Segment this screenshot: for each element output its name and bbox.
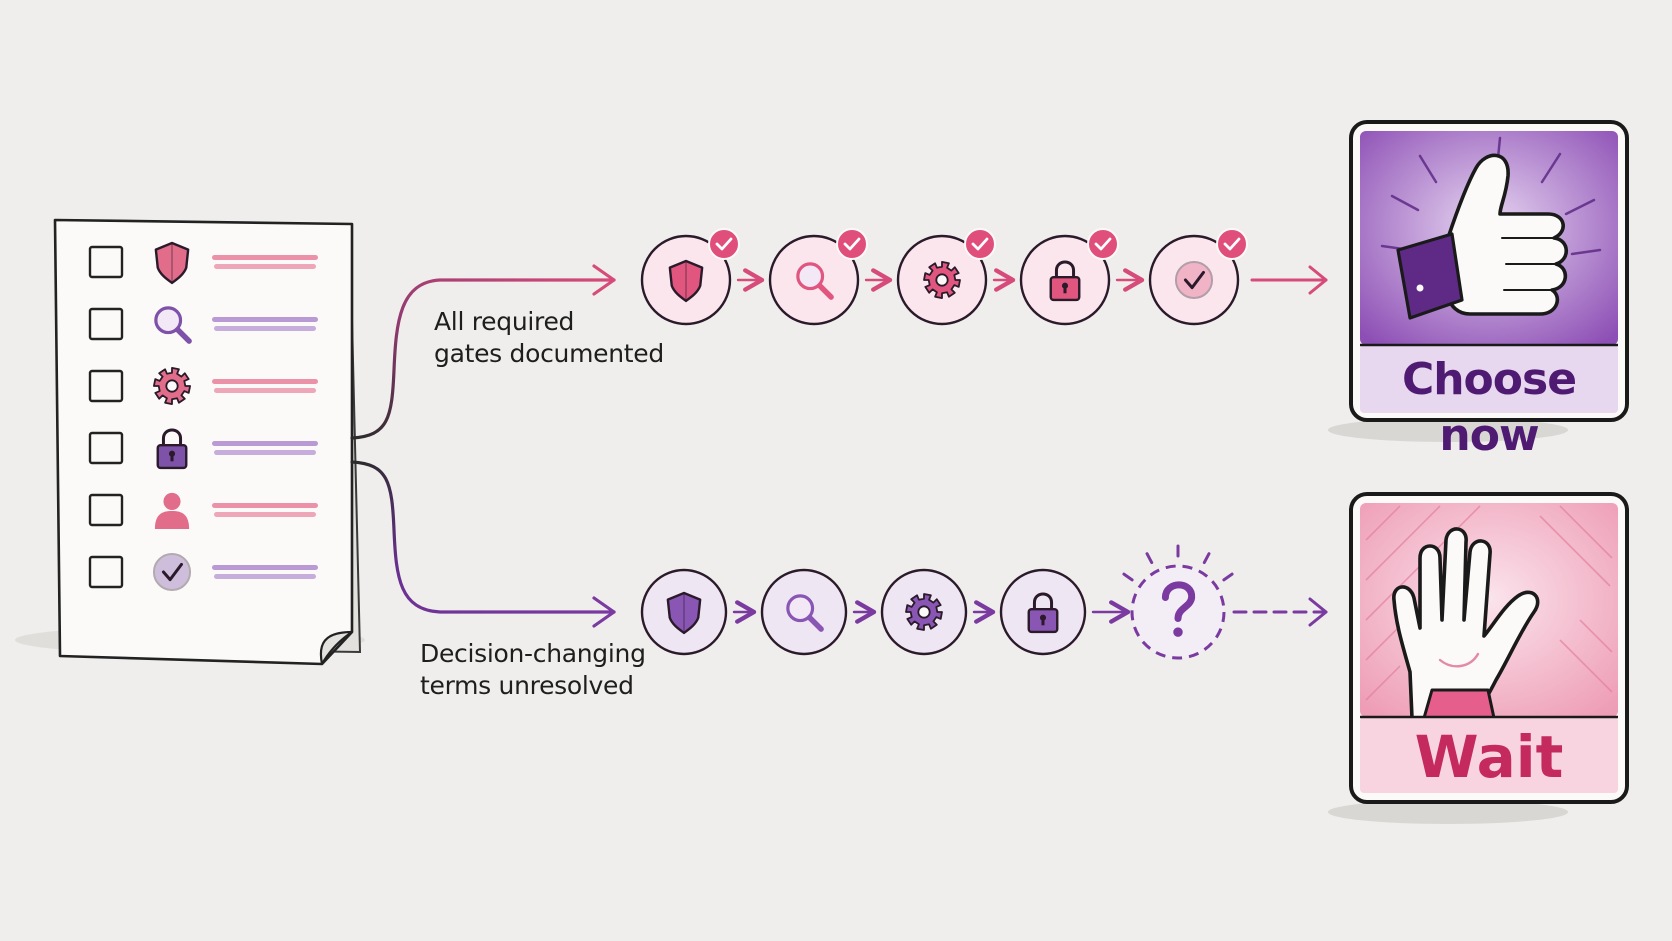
gate-node xyxy=(1019,228,1119,326)
check-badge-icon xyxy=(1087,228,1119,260)
documented-gate-chain xyxy=(640,228,1328,326)
check-badge-icon xyxy=(836,228,868,260)
text-placeholder-bar xyxy=(212,503,318,517)
checkbox xyxy=(88,555,124,589)
checkbox xyxy=(88,493,124,527)
text-placeholder-bar xyxy=(212,379,318,393)
question-mark-icon xyxy=(1161,581,1196,637)
gate-node xyxy=(640,228,740,326)
thumbs-up-icon xyxy=(1396,153,1569,320)
checklist-document xyxy=(15,218,365,666)
checklist-row xyxy=(88,241,318,285)
gate-node xyxy=(896,228,996,326)
check-badge-icon xyxy=(708,228,740,260)
gate-node xyxy=(768,228,868,326)
lock-icon xyxy=(1049,260,1081,302)
check-badge-icon xyxy=(1216,228,1248,260)
magnifier-icon xyxy=(786,594,824,632)
gate-node xyxy=(880,568,968,656)
check-badge-icon xyxy=(964,228,996,260)
gate-node xyxy=(1148,228,1248,326)
outcome-arrow xyxy=(1250,265,1328,295)
magnifier-icon xyxy=(154,306,192,344)
text-placeholder-bar xyxy=(212,255,318,269)
outcome-arrow xyxy=(1232,597,1328,627)
unresolved-gate-chain xyxy=(640,544,1328,660)
gate-node xyxy=(999,568,1087,656)
uncertainty-rays xyxy=(1122,544,1234,582)
choose-now-label: Choose now xyxy=(1401,354,1577,461)
checklist-row xyxy=(88,492,318,529)
outcome-wait xyxy=(1328,492,1629,824)
checkbox xyxy=(88,307,124,341)
lock-icon xyxy=(1027,592,1059,634)
checklist-row xyxy=(88,552,318,592)
unresolved-label-line-2: terms unresolved xyxy=(420,671,634,700)
person-icon xyxy=(154,492,190,529)
documented-label-line-2: gates documented xyxy=(434,339,664,368)
gate-node xyxy=(760,568,848,656)
lock-icon xyxy=(156,428,188,470)
gate-node xyxy=(1122,544,1234,660)
outcome-choose-now xyxy=(1328,120,1629,442)
unresolved-path-label: Decision-changing terms unresolved xyxy=(420,638,646,702)
gate-node xyxy=(640,568,728,656)
documented-label-line-1: All required xyxy=(434,307,575,336)
check-circle-icon xyxy=(152,552,192,592)
shield-icon xyxy=(154,241,190,285)
shield-icon xyxy=(666,591,702,635)
gear-icon xyxy=(153,367,191,405)
checklist-row xyxy=(88,306,318,344)
text-placeholder-bar xyxy=(212,317,318,331)
documented-path-label: All required gates documented xyxy=(434,306,664,370)
text-placeholder-bar xyxy=(212,565,318,579)
magnifier-icon xyxy=(796,262,834,300)
wait-label: Wait xyxy=(1414,723,1564,791)
checkbox xyxy=(88,245,124,279)
check-circle-icon xyxy=(1174,260,1214,300)
gear-icon xyxy=(923,261,961,299)
checklist-row xyxy=(88,367,318,405)
shield-icon xyxy=(668,259,704,303)
checkbox xyxy=(88,369,124,403)
unresolved-label-line-1: Decision-changing xyxy=(420,639,646,668)
text-placeholder-bar xyxy=(212,441,318,455)
checklist-row xyxy=(88,428,318,470)
checkbox xyxy=(88,431,124,465)
gear-icon xyxy=(905,593,943,631)
branch-connectors xyxy=(350,264,616,628)
